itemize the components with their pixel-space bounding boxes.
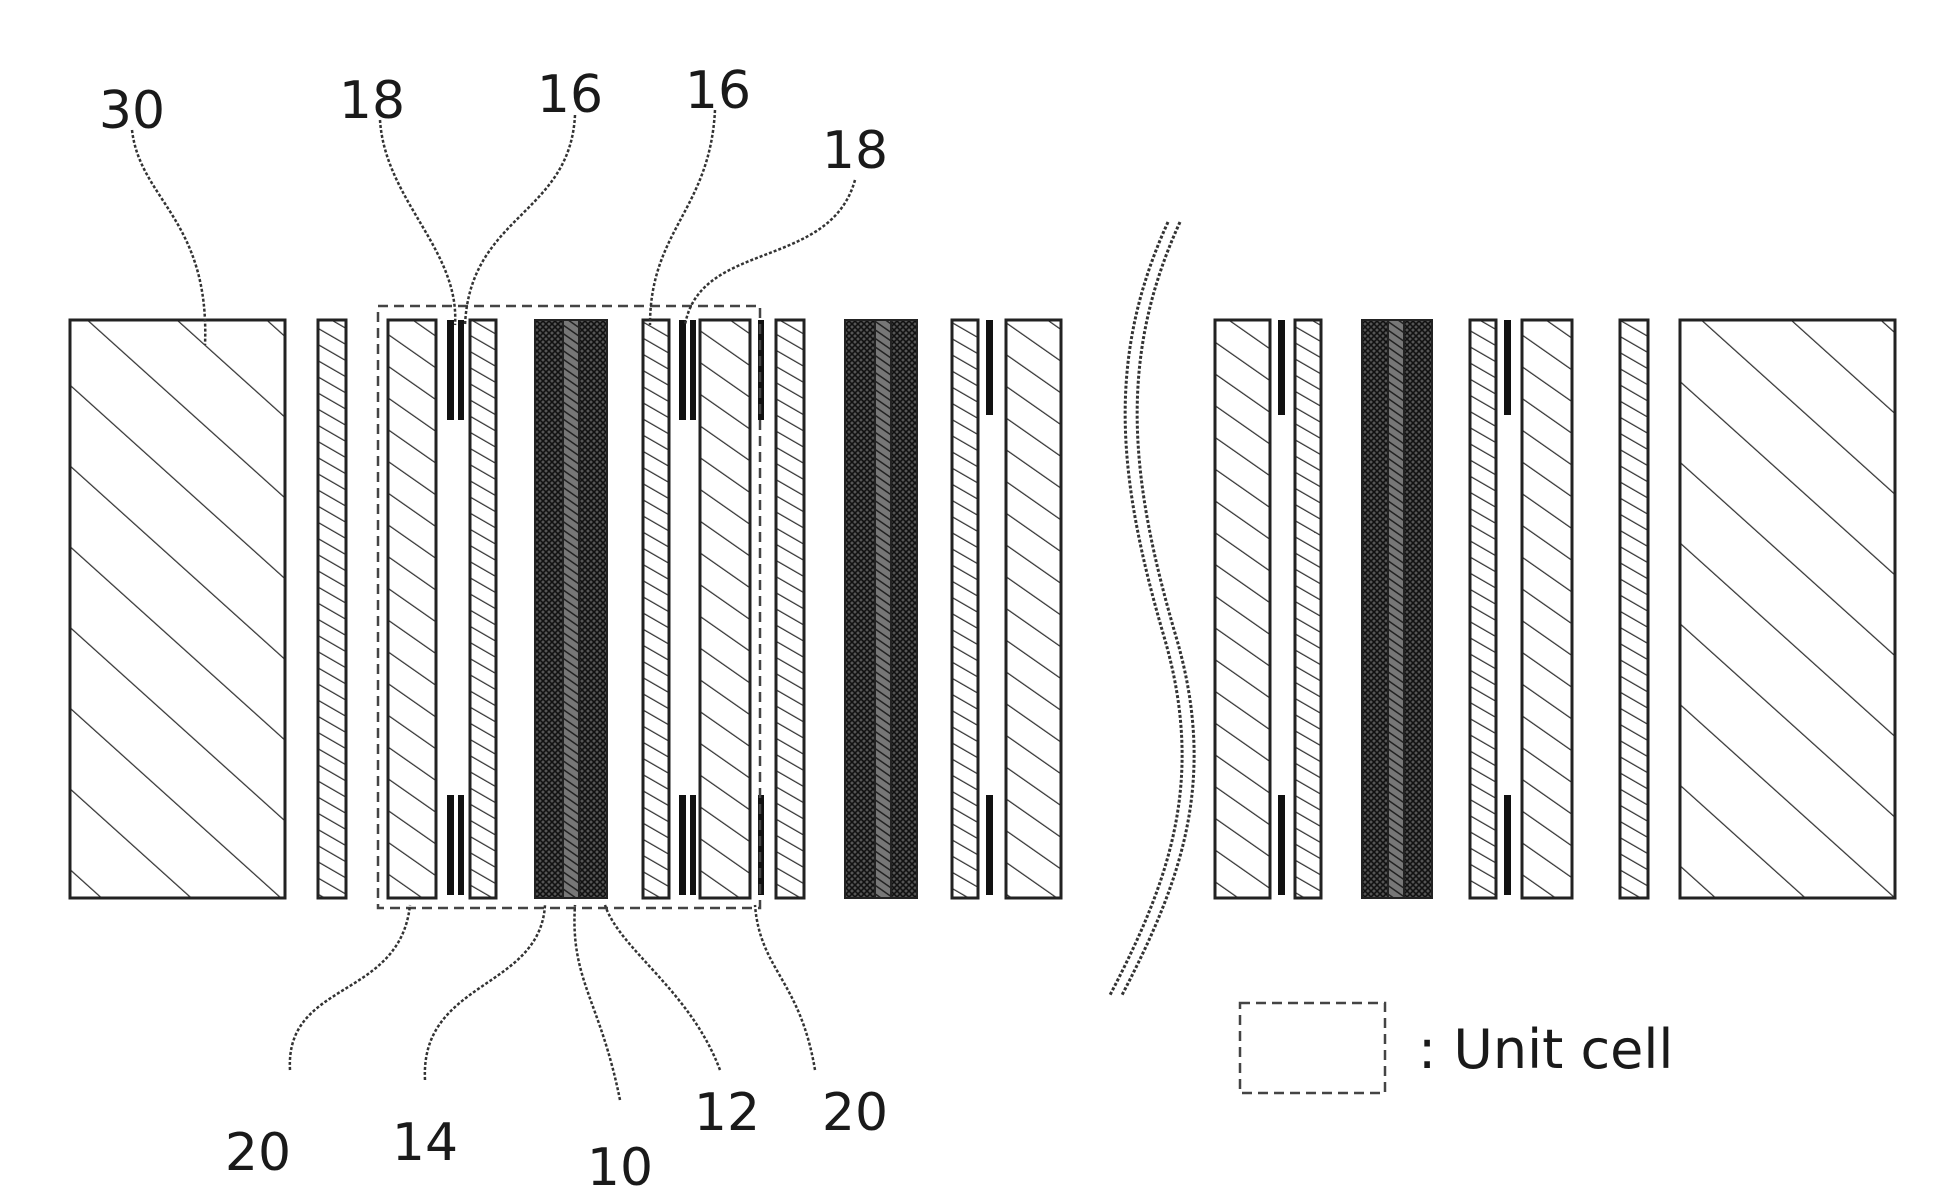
gasket-bar-bottom-left [447,795,454,895]
label-catalyst-cathode: 12 [694,1083,760,1143]
leader-20-right [755,905,815,1070]
separator-plate-2 [776,320,804,898]
legend-unit-cell-swatch [1240,1003,1385,1093]
catalyst-layer-anode [535,320,563,898]
gas-diffusion-layer-right [700,320,750,898]
leader-16-left [465,115,575,325]
right-separator-2 [1470,320,1496,898]
cell2-gasket-top [986,320,993,415]
cell2-catalyst-left [845,320,875,898]
label-gdl-right: 20 [822,1083,888,1143]
right-gasket-bottom-2 [1504,795,1511,895]
separator-thin-right [643,320,669,898]
label-separator-top-left: 16 [537,65,603,125]
separator-thin-left [470,320,496,898]
right-membrane [1388,320,1404,898]
leader-20-left [290,905,410,1070]
leader-14 [425,905,545,1080]
leader-12 [605,905,720,1070]
right-gasket-top-1 [1278,320,1285,415]
right-catalyst-right [1404,320,1432,898]
right-gasket-bottom-1 [1278,795,1285,895]
gasket-bar-top-left [447,320,454,420]
gasket-bar-top-left-2 [458,320,464,420]
gasket-bar-bottom-right-2 [690,795,696,895]
label-separator-top-right: 16 [685,61,751,121]
leader-16-right [650,110,715,325]
label-gasket-top-right: 18 [822,121,888,181]
cell2-gdl [1006,320,1061,898]
right-gdl-2 [1522,320,1572,898]
gas-diffusion-layer-left [388,320,436,898]
right-gasket-top-2 [1504,320,1511,415]
gasket-bar-top-right-2 [690,320,696,420]
right-gdl-1 [1215,320,1270,898]
leader-18-right [685,180,855,325]
break-mark-line-1 [1110,222,1182,995]
leader-10 [574,905,620,1100]
right-catalyst-left [1362,320,1388,898]
label-gdl-left: 20 [225,1123,291,1183]
cell2-membrane [875,320,891,898]
end-plate-left [70,320,285,898]
leader-18-left [380,120,455,325]
cell2-catalyst-right [891,320,917,898]
right-separator-1 [1295,320,1321,898]
catalyst-layer-cathode [579,320,607,898]
separator-plate-1 [318,320,346,898]
end-plate-right [1680,320,1895,898]
cell2-separator [952,320,978,898]
legend-unit-cell-text: : Unit cell [1418,1018,1673,1081]
label-end-plate: 30 [99,81,165,141]
label-catalyst-anode: 14 [392,1113,458,1173]
label-gasket-top-left: 18 [339,71,405,131]
label-membrane: 10 [587,1138,653,1195]
right-separator-3 [1620,320,1648,898]
leader-30 [132,130,205,345]
gasket-bar-bottom-right [679,795,686,895]
electrolyte-membrane [563,320,579,898]
gasket-bar-bottom-left-2 [458,795,464,895]
gasket-bar-top-right [679,320,686,420]
cell2-gasket-bottom [986,795,993,895]
